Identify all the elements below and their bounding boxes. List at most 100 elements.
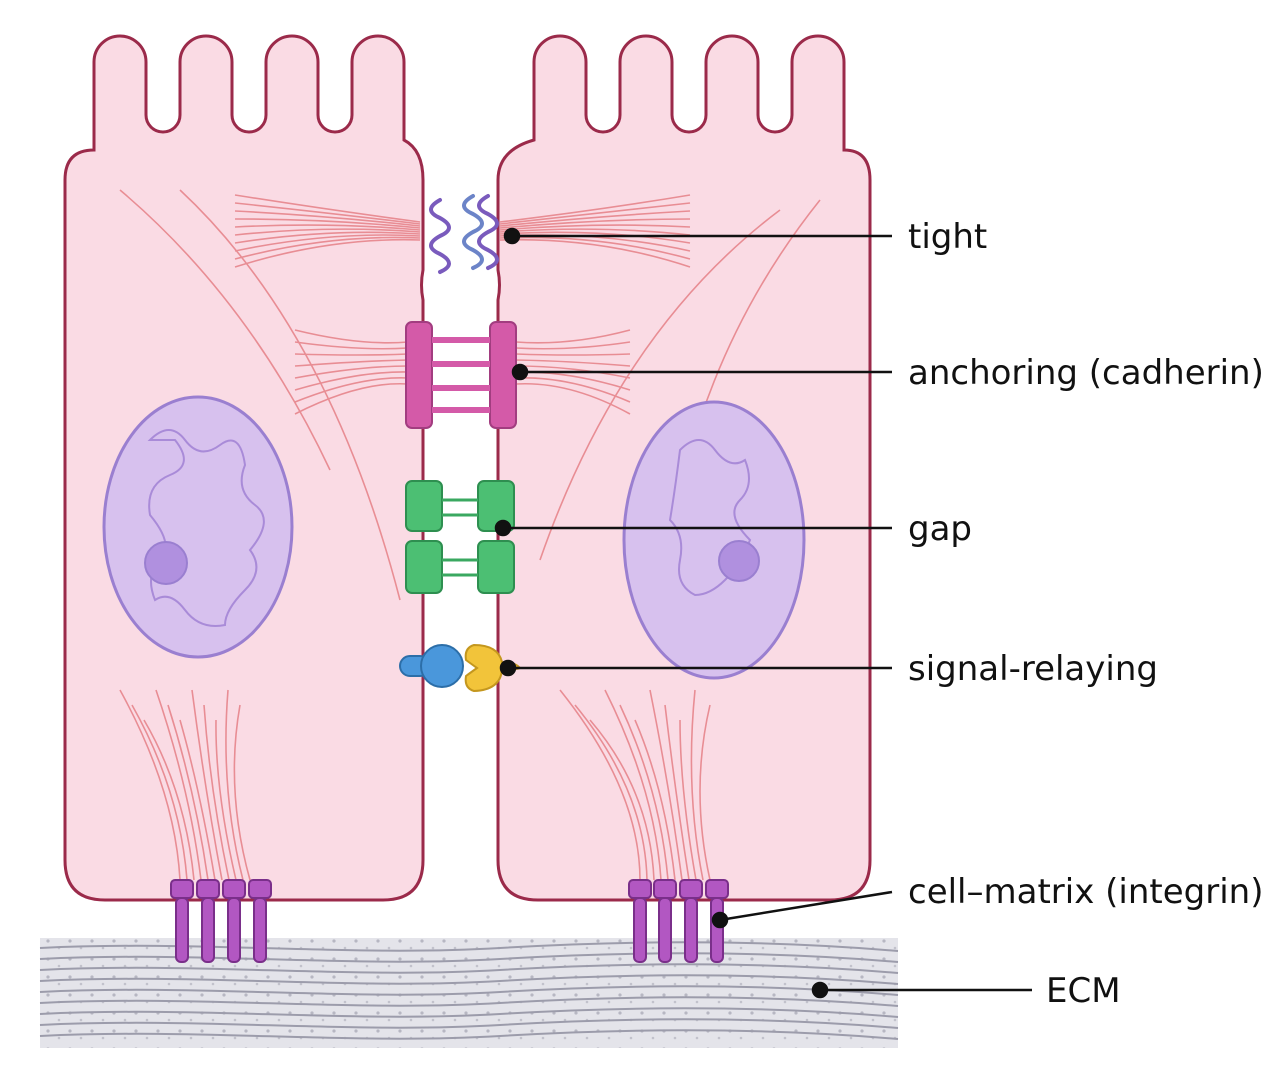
integrin [679, 879, 703, 963]
label-signal-relaying: signal-relaying [908, 649, 1158, 689]
filament [234, 202, 421, 225]
ecm-fiber [39, 985, 899, 996]
filament [499, 224, 691, 231]
filament [234, 234, 421, 252]
pointer-dot-gap [494, 519, 512, 537]
filament [499, 231, 691, 244]
ecm-fiber [39, 1029, 899, 1040]
filament [559, 689, 641, 881]
filament [294, 329, 409, 344]
pointer-dot-ecm [811, 981, 829, 999]
left-cell [63, 34, 425, 902]
integrin [196, 879, 220, 963]
filament [515, 353, 631, 356]
ligand-head [420, 644, 464, 688]
filament [515, 365, 631, 379]
filament [294, 359, 409, 367]
right-nucleolus [718, 540, 760, 582]
right-cytoskeleton [499, 194, 821, 881]
filament [191, 689, 223, 881]
integrin [248, 879, 272, 963]
integrin [653, 879, 677, 963]
filament [131, 704, 188, 881]
filament [589, 719, 655, 881]
filament [499, 236, 691, 260]
filament [499, 210, 691, 227]
filament [294, 353, 409, 356]
filament [604, 689, 662, 881]
filament [155, 689, 202, 881]
filament [234, 236, 421, 260]
filament [233, 704, 251, 881]
pointer-dot-anchoring [511, 363, 529, 381]
ecm-fibers [39, 941, 899, 1040]
filament [515, 329, 631, 344]
filament [294, 371, 409, 391]
filament [499, 202, 691, 225]
right-cell [496, 34, 872, 902]
pointer-dot-tight [503, 227, 521, 245]
filament [179, 719, 216, 881]
filament [294, 365, 409, 379]
filament [234, 210, 421, 227]
filament [499, 218, 691, 229]
cadherin-junction [405, 321, 517, 429]
pointer-dot-signal [499, 659, 517, 677]
tight-junction [429, 194, 499, 274]
filament [690, 689, 704, 881]
ecm-fiber [39, 963, 899, 974]
filament [634, 719, 676, 881]
right-nucleus [622, 400, 806, 680]
filament [234, 218, 421, 229]
filament [119, 189, 331, 471]
left-cytoskeleton [119, 189, 421, 881]
filament [234, 228, 421, 236]
filament [499, 194, 691, 223]
filament [234, 194, 421, 223]
ecm-layer [39, 938, 899, 1048]
left-nucleolus [144, 541, 188, 585]
filament [143, 719, 195, 881]
filament [649, 689, 683, 881]
ecm-fiber [39, 974, 899, 985]
filament [179, 189, 401, 601]
filament [515, 382, 631, 415]
label-anchoring: anchoring (cadherin) [908, 353, 1264, 393]
filament [664, 704, 690, 881]
ecm-fiber [39, 996, 899, 1007]
pointer-dot-integrin [711, 911, 729, 929]
leader-lines [494, 227, 1032, 999]
label-tight: tight [908, 217, 987, 257]
ecm-fiber [39, 1018, 899, 1029]
filament [499, 238, 691, 268]
label-gap: gap [908, 509, 972, 549]
filament [699, 199, 821, 421]
integrin [170, 879, 194, 963]
filament [539, 209, 781, 561]
filament [119, 689, 181, 881]
filament [499, 228, 691, 236]
label-ecm: ECM [1046, 971, 1121, 1011]
filament [679, 719, 697, 881]
filament [234, 231, 421, 244]
filament [515, 359, 631, 367]
label-cell-matrix: cell–matrix (integrin) [908, 872, 1263, 912]
filament [215, 719, 237, 881]
filament [167, 704, 209, 881]
ecm-fiber [39, 1007, 899, 1018]
integrins [170, 879, 729, 963]
filament [515, 341, 631, 350]
filament [294, 382, 409, 415]
gap-junction [405, 480, 515, 594]
filament [699, 704, 711, 881]
filament [294, 377, 409, 403]
filament [574, 704, 648, 881]
filament [294, 341, 409, 350]
filament [515, 377, 631, 403]
integrin [222, 879, 246, 963]
filament [203, 704, 230, 881]
filament [234, 238, 421, 268]
integrin [628, 879, 652, 963]
filament [234, 224, 421, 231]
